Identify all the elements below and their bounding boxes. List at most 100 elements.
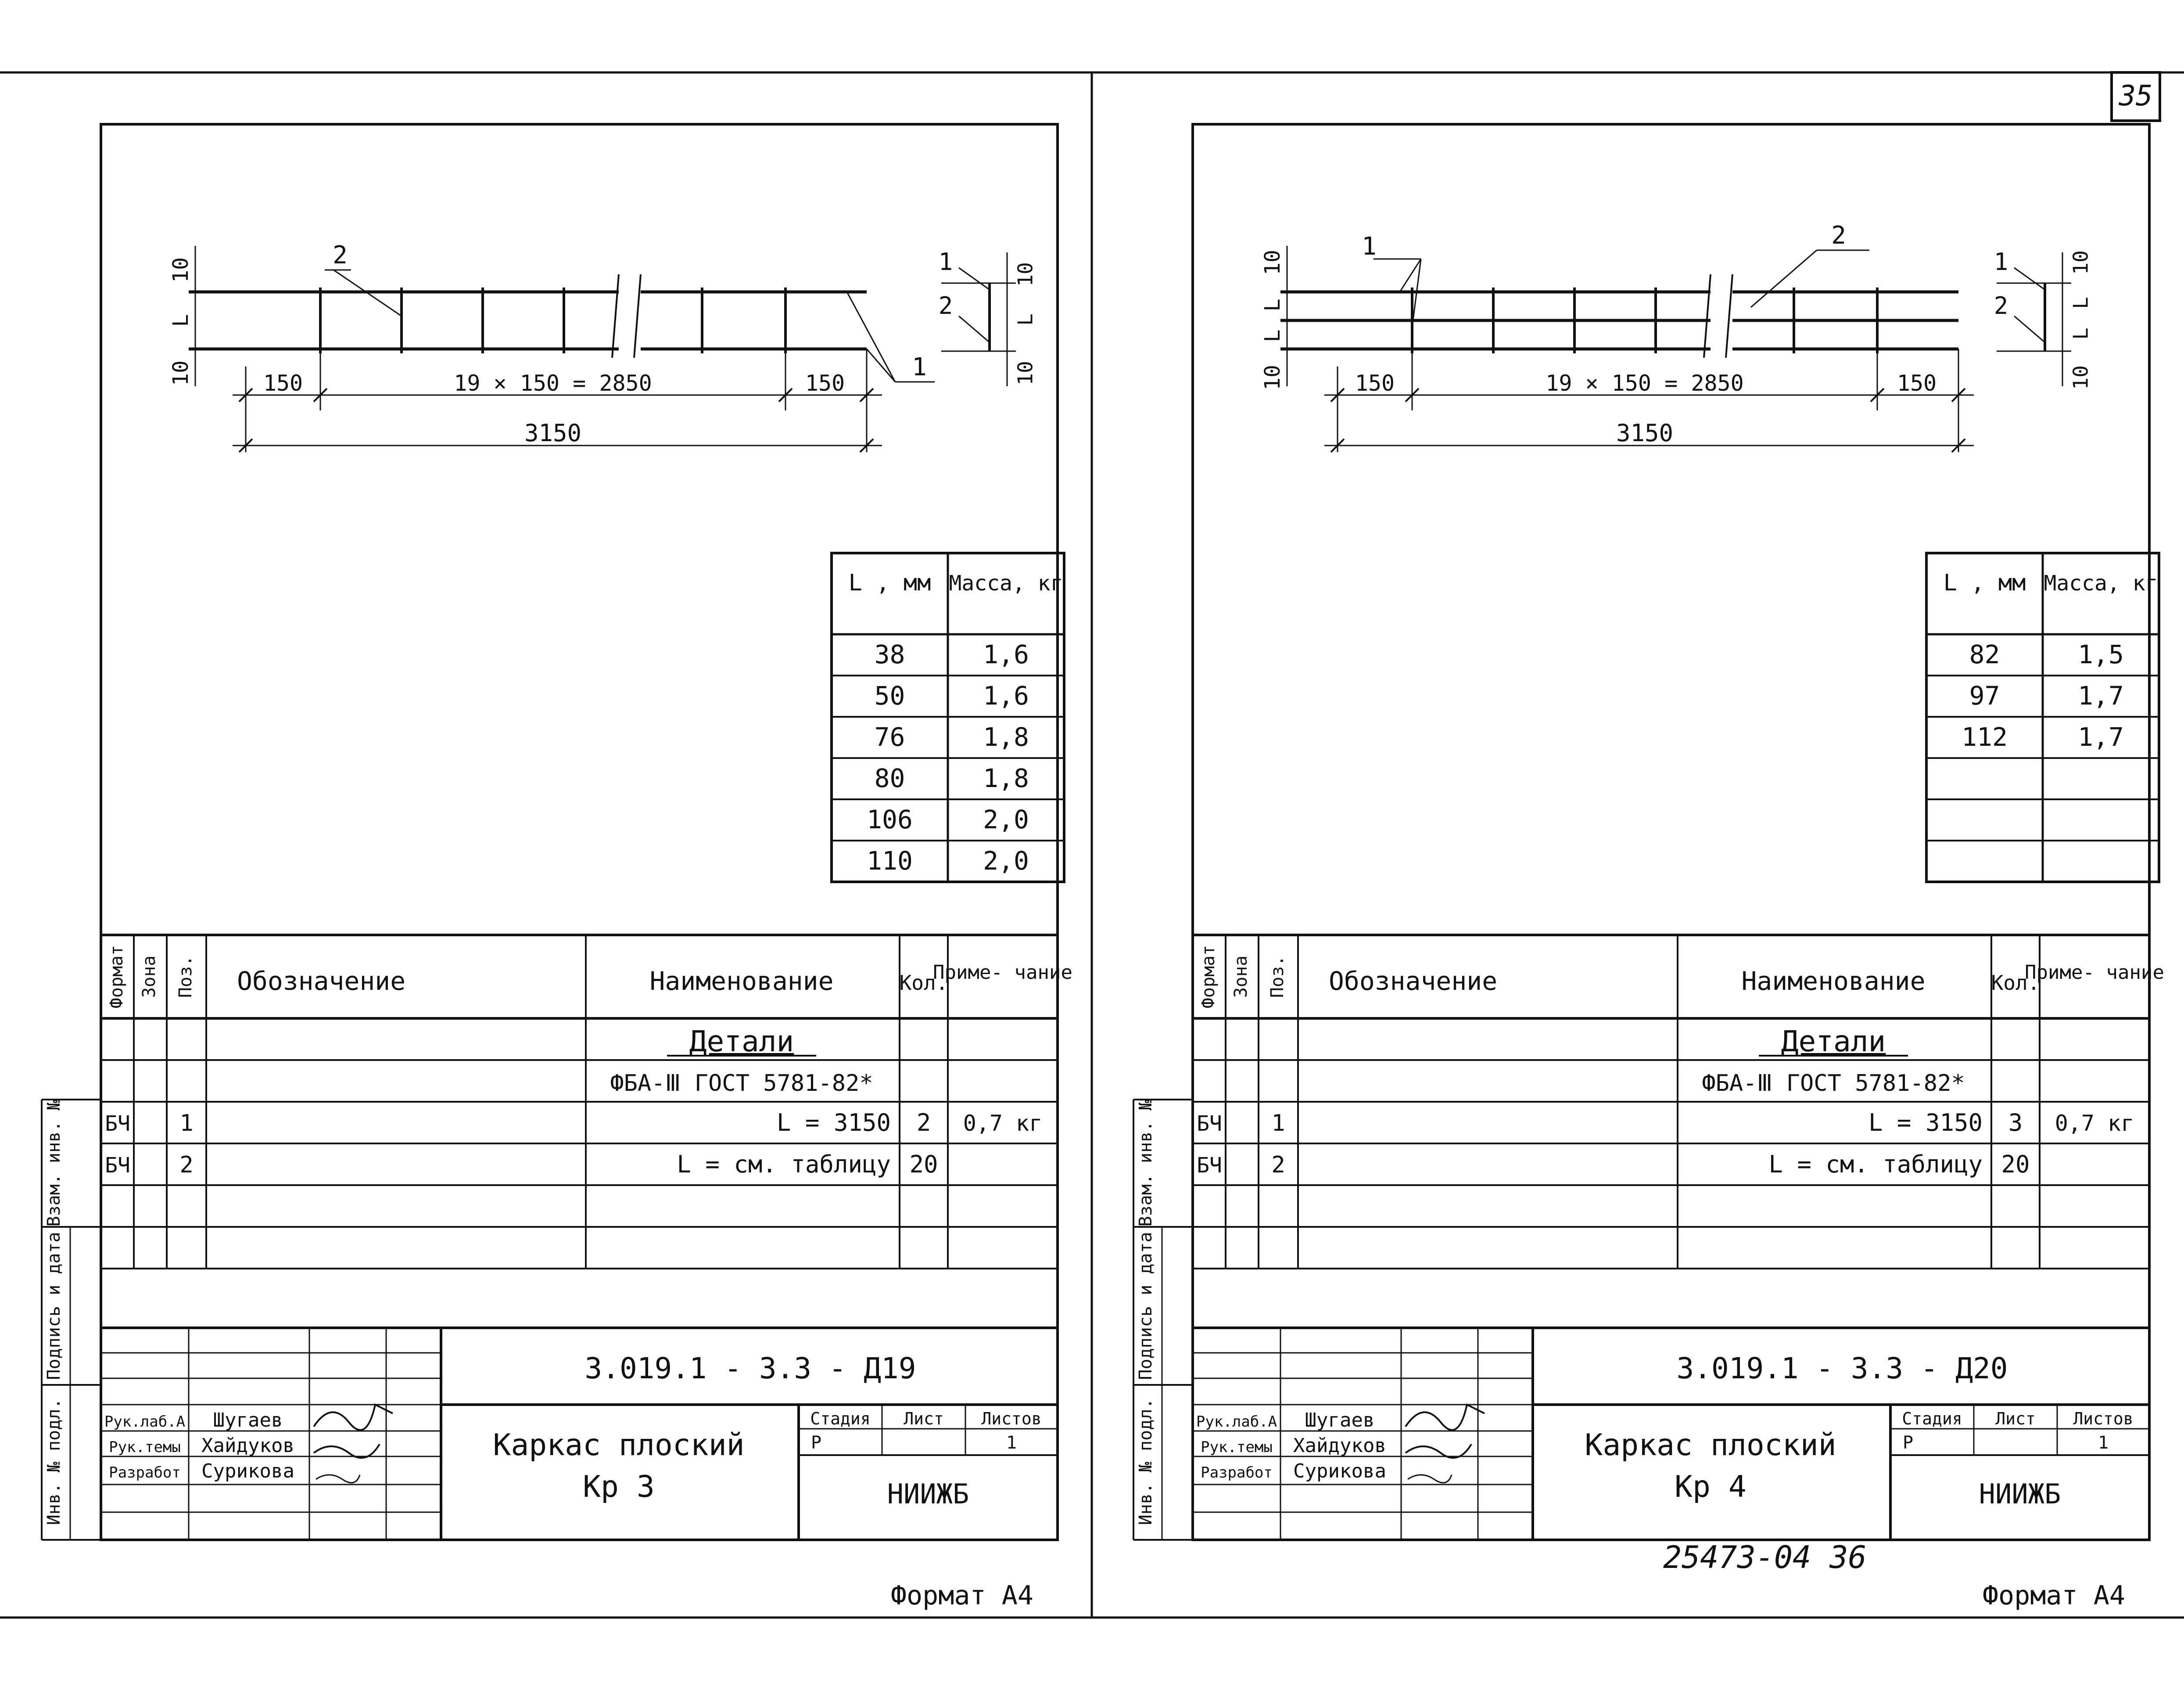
- spec-cell-pos: 2: [179, 1152, 193, 1178]
- mass-table-cell: 112: [1962, 722, 2008, 752]
- spec-cell-qty: 2: [917, 1109, 931, 1136]
- dimension-label: 19 × 150 = 2850: [454, 370, 652, 396]
- dimension-label: L: [1014, 313, 1037, 326]
- spec-cell-pos: 1: [1271, 1110, 1285, 1136]
- dimension-tick: [1951, 388, 1966, 403]
- mass-table-header: Масса, кг: [2044, 571, 2158, 596]
- dimension-label: 10: [1260, 365, 1285, 390]
- mass-table-cell: 76: [875, 722, 905, 752]
- dimension-tick: [238, 388, 253, 403]
- title-block-names: Хайдуков: [201, 1434, 294, 1457]
- leader-line: [333, 269, 402, 317]
- drawing-title: Кр 3: [583, 1470, 655, 1504]
- dimension-label: 10: [169, 257, 193, 283]
- mass-table-cell: 1,8: [983, 763, 1029, 793]
- dimension-tick: [859, 438, 874, 453]
- dimension-label: 150: [1355, 370, 1395, 396]
- mass-table-header: L , мм: [1944, 570, 2026, 596]
- spec-cell-qty: 20: [2001, 1150, 2030, 1178]
- side-label: Взам. инв. №: [1136, 1100, 1156, 1227]
- title-block-roles: Рук.темы: [1201, 1438, 1273, 1456]
- dimension-label: L: [2069, 327, 2093, 340]
- drawing-title: Каркас плоский: [1585, 1428, 1836, 1463]
- dimension-tick: [1951, 438, 1966, 453]
- dimension-label: 10: [2069, 365, 2093, 389]
- dimension-tick: [1330, 388, 1345, 403]
- mass-table-cell: 38: [875, 640, 905, 669]
- spec-section-title: Детали: [1781, 1025, 1886, 1058]
- organization: НИИЖБ: [1979, 1478, 2061, 1510]
- dimension-tick: [238, 438, 253, 453]
- dimension-label: 10: [1014, 361, 1037, 385]
- sheets-label: Листов: [981, 1409, 1041, 1428]
- mass-table-cell: 106: [867, 805, 913, 834]
- sheets-label: Листов: [2073, 1409, 2133, 1428]
- signature-mark: [313, 1403, 393, 1431]
- leader-line: [1399, 259, 1422, 292]
- spec-material: ФБА-Ⅲ ГОСТ 5781-82*: [1702, 1070, 1965, 1096]
- dimension-tick: [313, 388, 328, 403]
- stage-value: Р: [811, 1433, 821, 1453]
- title-block-names: Шугаев: [1305, 1409, 1375, 1431]
- dimension-tick: [1405, 388, 1420, 403]
- mass-table-header: Масса, кг: [949, 571, 1063, 596]
- side-label: Подпись и дата: [44, 1232, 64, 1380]
- dimension-tick: [1870, 388, 1885, 403]
- signature-mark: [1405, 1403, 1485, 1431]
- spec-header-note: Приме- чание: [2025, 961, 2164, 984]
- leader-line: [1750, 249, 1817, 308]
- signature-mark: [1405, 1443, 1472, 1459]
- sheet-frame: [100, 123, 1059, 1541]
- title-block-roles: Разработ: [1201, 1464, 1273, 1481]
- spec-header-designation: Обозначение: [237, 966, 405, 996]
- mass-table-cell: 1,6: [983, 681, 1029, 711]
- spec-header-name: Наименование: [649, 966, 833, 996]
- spec-cell-name: L = см. таблицу: [1768, 1150, 1983, 1178]
- break-mark: [611, 274, 620, 358]
- sheets-count: 1: [1006, 1433, 1017, 1453]
- title-block-roles: Разработ: [109, 1464, 181, 1481]
- leader-line: [958, 315, 990, 343]
- title-block: 3.019.1 - 3.3 - Д20Рук.лаб.АРук.темыРазр…: [1193, 1327, 2149, 1540]
- dimension-label: 150: [263, 370, 303, 396]
- signature-mark: [1407, 1474, 1452, 1484]
- title-block: 3.019.1 - 3.3 - Д19Рук.лаб.АРук.темыРазр…: [101, 1327, 1058, 1540]
- dimension-tick: [1330, 438, 1345, 453]
- spec-cell-name: L = 3150: [777, 1109, 891, 1136]
- break-mark: [1725, 274, 1733, 358]
- dimension-label: 10: [169, 360, 193, 386]
- leader-line: [2014, 267, 2045, 291]
- spec-cell-name: L = 3150: [1868, 1109, 1983, 1136]
- spec-header-format: Формат: [1198, 945, 1219, 1009]
- mass-table-cell: 1,7: [2078, 681, 2124, 711]
- spec-section-title: Детали: [689, 1025, 794, 1058]
- spec-header-pos: Поз.: [176, 956, 196, 998]
- side-label: Подпись и дата: [1136, 1232, 1156, 1380]
- callout-number: 1: [1362, 232, 1377, 261]
- footer-number: 25473-04 36: [1663, 1539, 1867, 1575]
- dimension-tick: [859, 388, 874, 403]
- dimension-total: 3150: [524, 419, 581, 447]
- spec-header-format: Формат: [107, 945, 127, 1009]
- sheet-label: Лист: [1995, 1409, 2036, 1428]
- dimension-label: 150: [1897, 370, 1937, 396]
- sheet-label: Лист: [904, 1409, 944, 1428]
- callout-number: 2: [333, 241, 348, 270]
- dimension-tick: [778, 388, 793, 403]
- spec-header-qty: Кол.: [900, 971, 948, 995]
- format-label: Формат А4: [891, 1580, 1033, 1611]
- side-label: Инв. № подл.: [1136, 1398, 1156, 1525]
- mass-table-cell: 50: [875, 681, 905, 711]
- mass-table-cell: 82: [1969, 640, 2000, 669]
- spec-header-designation: Обозначение: [1329, 966, 1497, 996]
- spec-header-zone: Зона: [1231, 956, 1251, 998]
